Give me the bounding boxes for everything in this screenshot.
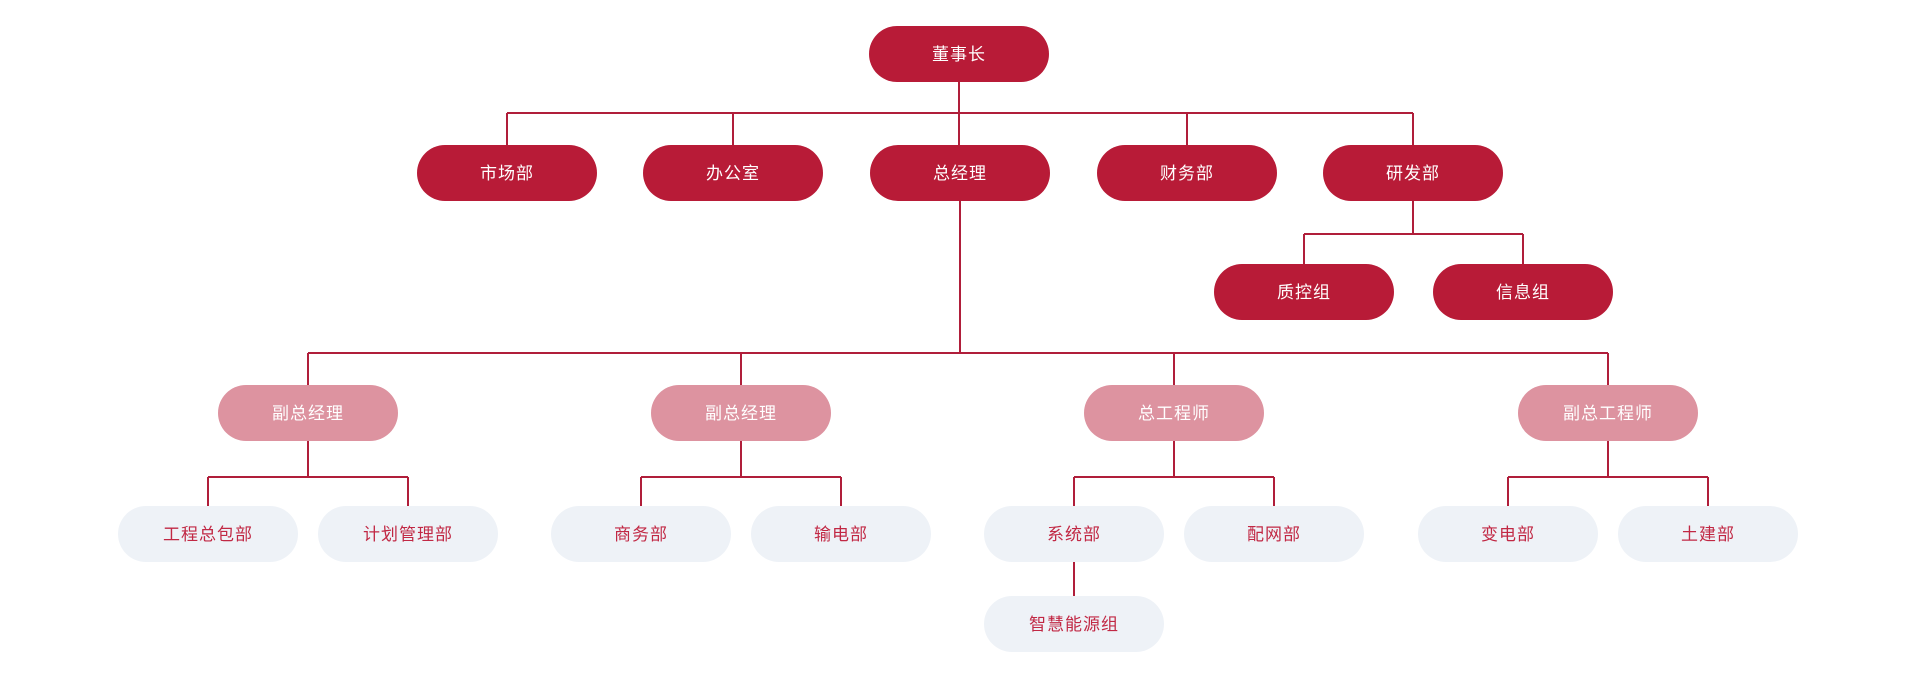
org-node-finance[interactable]: 财务部	[1097, 145, 1277, 201]
org-node-label: 副总经理	[272, 403, 344, 423]
org-node-label: 市场部	[480, 163, 534, 183]
org-node-label: 质控组	[1277, 282, 1331, 302]
org-node-label: 副总工程师	[1563, 403, 1653, 423]
org-node-civil[interactable]: 土建部	[1618, 506, 1798, 562]
org-node-label: 工程总包部	[163, 524, 253, 544]
connector-gm-to-row4	[307, 201, 1609, 385]
connector-rnd-to-groups	[1303, 201, 1524, 264]
org-node-system[interactable]: 系统部	[984, 506, 1164, 562]
org-node-general-manager[interactable]: 总经理	[870, 145, 1050, 201]
org-node-smart-energy[interactable]: 智慧能源组	[984, 596, 1164, 652]
org-node-deputy-gm-2[interactable]: 副总经理	[651, 385, 831, 441]
org-node-label: 研发部	[1386, 163, 1440, 183]
org-node-planning[interactable]: 计划管理部	[318, 506, 498, 562]
org-node-epc[interactable]: 工程总包部	[118, 506, 298, 562]
org-node-marketing[interactable]: 市场部	[417, 145, 597, 201]
connector-deputy-gm-2-children	[640, 441, 842, 506]
org-node-office[interactable]: 办公室	[643, 145, 823, 201]
org-node-label: 输电部	[814, 524, 868, 544]
org-node-rnd[interactable]: 研发部	[1323, 145, 1503, 201]
org-node-commerce[interactable]: 商务部	[551, 506, 731, 562]
connector-chief-engineer-children	[1073, 441, 1275, 506]
org-node-quality-control[interactable]: 质控组	[1214, 264, 1394, 320]
org-node-label: 总工程师	[1138, 403, 1210, 423]
org-node-label: 办公室	[706, 163, 760, 183]
connector-deputy-chief-engineer-children	[1507, 441, 1709, 506]
org-node-deputy-gm-1[interactable]: 副总经理	[218, 385, 398, 441]
org-node-label: 总经理	[933, 163, 987, 183]
org-node-chief-engineer[interactable]: 总工程师	[1084, 385, 1264, 441]
org-node-label: 董事长	[932, 44, 986, 64]
connector-deputy-gm-1-children	[207, 441, 409, 506]
org-node-information[interactable]: 信息组	[1433, 264, 1613, 320]
org-node-substation[interactable]: 变电部	[1418, 506, 1598, 562]
org-node-label: 商务部	[614, 524, 668, 544]
connector-chairman-to-row2	[506, 82, 1414, 145]
org-node-distribution[interactable]: 配网部	[1184, 506, 1364, 562]
org-node-label: 信息组	[1496, 282, 1550, 302]
org-node-label: 计划管理部	[363, 524, 453, 544]
org-node-label: 副总经理	[705, 403, 777, 423]
org-node-label: 智慧能源组	[1029, 614, 1119, 634]
org-node-label: 变电部	[1481, 524, 1535, 544]
org-node-label: 系统部	[1047, 524, 1101, 544]
org-node-chairman[interactable]: 董事长	[869, 26, 1049, 82]
org-node-deputy-chief-engineer[interactable]: 副总工程师	[1518, 385, 1698, 441]
org-node-transmission[interactable]: 输电部	[751, 506, 931, 562]
org-node-label: 财务部	[1160, 163, 1214, 183]
org-node-label: 土建部	[1681, 524, 1735, 544]
org-node-label: 配网部	[1247, 524, 1301, 544]
